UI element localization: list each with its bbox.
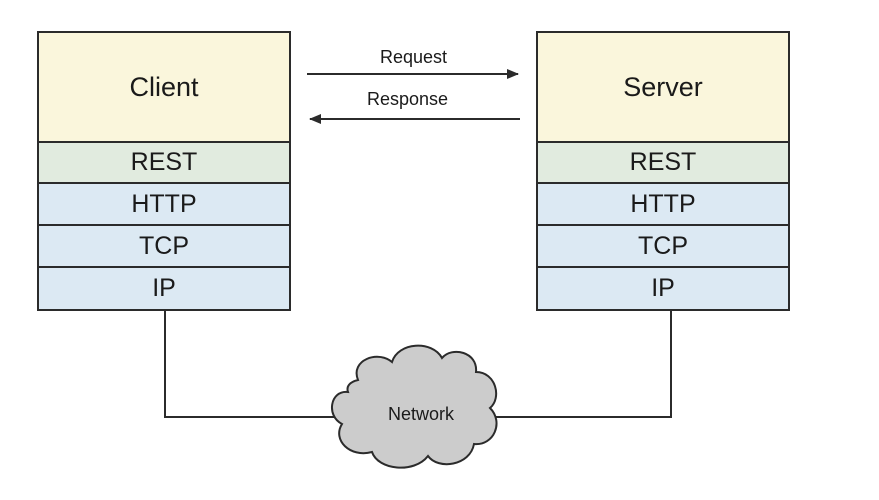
server-layer-rest: REST [538, 141, 788, 182]
network-cloud-icon [331, 344, 498, 469]
client-layer-rest: REST [39, 141, 289, 182]
network-label: Network [388, 404, 455, 424]
server-layer-ip: IP [538, 266, 788, 309]
client-title: Client [39, 33, 289, 141]
client-layer-ip: IP [39, 266, 289, 309]
client-layer-http: HTTP [39, 182, 289, 224]
server-network-wire [495, 311, 672, 418]
server-layer-http: HTTP [538, 182, 788, 224]
server-layer-tcp: TCP [538, 224, 788, 266]
client-layer-tcp: TCP [39, 224, 289, 266]
client-network-wire [164, 311, 345, 418]
server-stack: Server REST HTTP TCP IP [536, 31, 790, 311]
response-label: Response [367, 89, 449, 109]
request-label: Request [380, 47, 448, 67]
client-stack: Client REST HTTP TCP IP [37, 31, 291, 311]
server-title: Server [538, 33, 788, 141]
